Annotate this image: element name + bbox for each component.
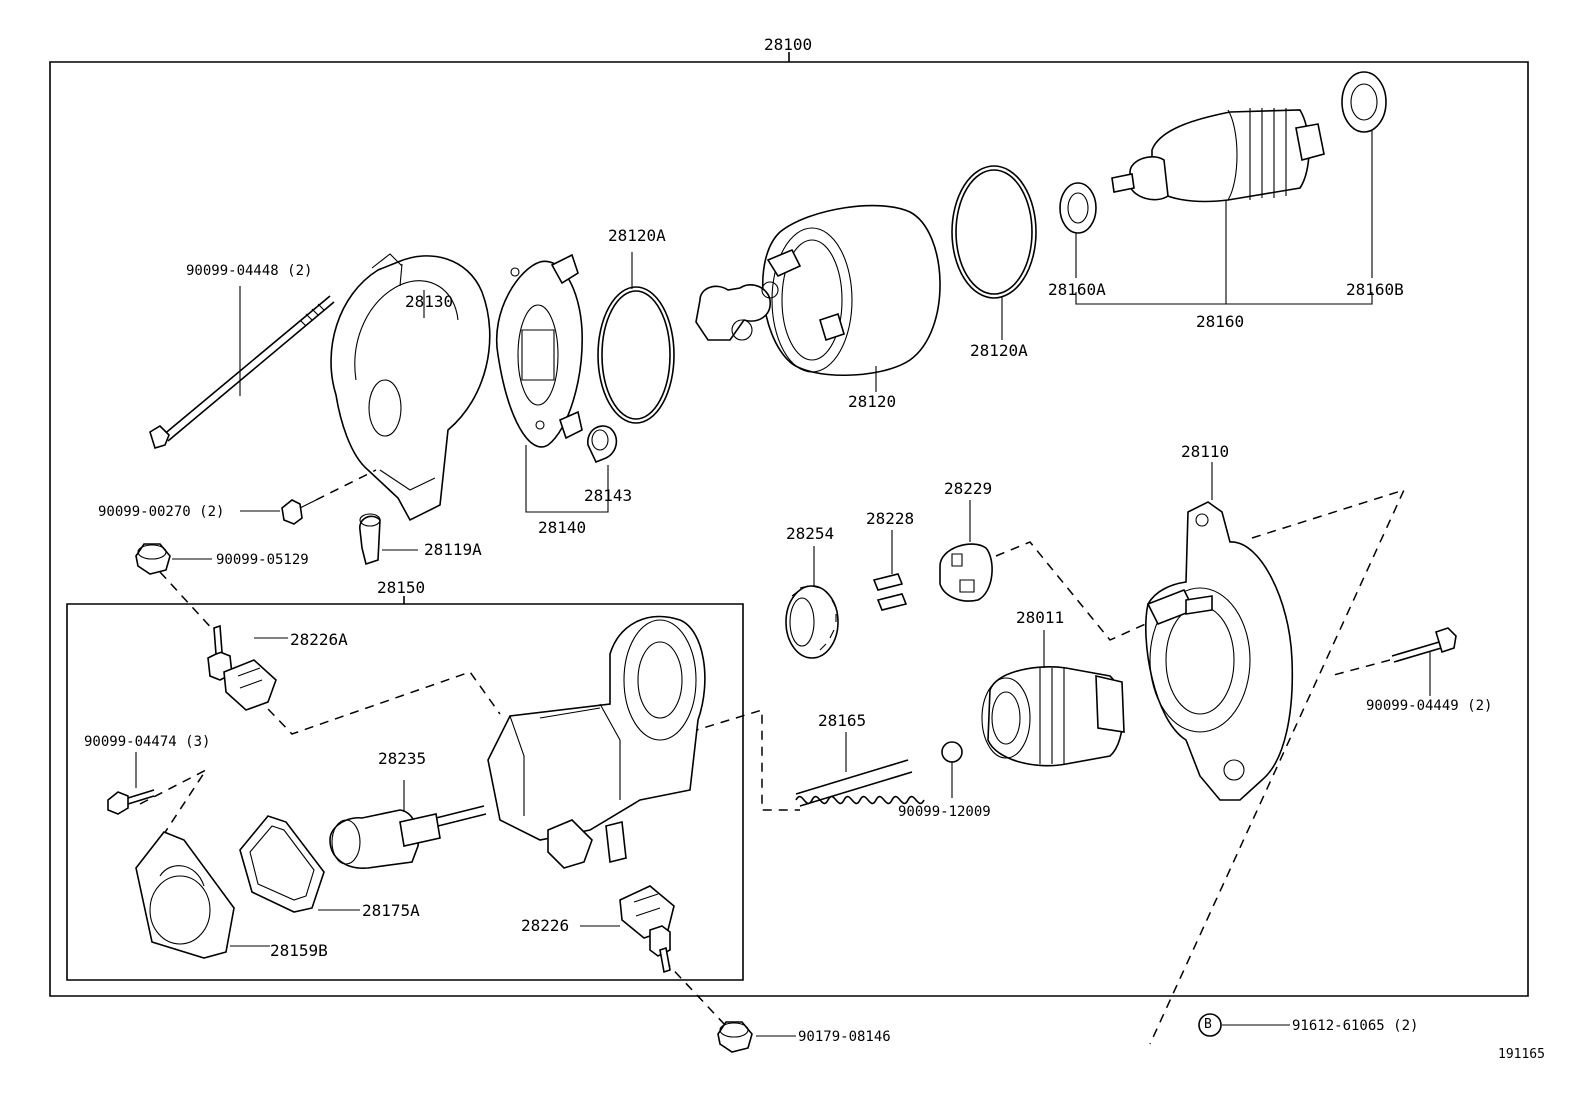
label-90099-04448: 90099-04448 (2) bbox=[186, 263, 313, 279]
roller-set-icon bbox=[872, 530, 908, 611]
subassembly-frame-28150 bbox=[66, 596, 744, 981]
bearing-front-icon bbox=[1059, 182, 1097, 278]
label-28110: 28110 bbox=[1181, 442, 1230, 461]
end-cover-icon bbox=[330, 253, 491, 522]
label-90099-12009: 90099-12009 bbox=[898, 804, 991, 820]
label-28011: 28011 bbox=[1016, 608, 1065, 627]
starter-clutch-icon bbox=[981, 630, 1125, 767]
label-28140: 28140 bbox=[538, 518, 587, 537]
through-bolt-icon bbox=[149, 286, 335, 449]
figure-code: 191165 bbox=[1498, 1047, 1545, 1062]
label-28160B: 28160B bbox=[1346, 280, 1404, 299]
terminal-bolt-icon bbox=[580, 885, 675, 974]
armature-icon bbox=[1111, 108, 1325, 304]
label-28130: 28130 bbox=[405, 292, 454, 311]
bearing-rear-icon bbox=[1341, 71, 1387, 278]
starter-housing-icon bbox=[1145, 462, 1294, 801]
label-28175A: 28175A bbox=[362, 901, 420, 920]
label-28254: 28254 bbox=[786, 524, 835, 543]
brush-holder-icon bbox=[495, 253, 609, 513]
label-90099-05129: 90099-05129 bbox=[216, 552, 309, 568]
housing-bolt-icon bbox=[1329, 627, 1457, 696]
retainer-icon bbox=[939, 500, 993, 602]
o-ring-right-icon bbox=[951, 165, 1037, 340]
label-91612-61065: 91612-61065 (2) bbox=[1292, 1018, 1419, 1034]
label-28120A-right: 28120A bbox=[970, 341, 1028, 360]
label-28226: 28226 bbox=[521, 916, 570, 935]
label-28150: 28150 bbox=[377, 578, 426, 597]
label-28235: 28235 bbox=[378, 749, 427, 768]
label-28120: 28120 bbox=[848, 392, 897, 411]
label-28143: 28143 bbox=[584, 486, 633, 505]
label-28165: 28165 bbox=[818, 711, 867, 730]
cover-screw-small-icon bbox=[107, 752, 155, 815]
label-28159B: 28159B bbox=[270, 941, 328, 960]
label-28100: 28100 bbox=[764, 35, 813, 54]
label-28160A: 28160A bbox=[1048, 280, 1106, 299]
steel-ball-icon bbox=[941, 741, 963, 798]
clutch-spring-icon bbox=[795, 732, 925, 807]
alignment-lines bbox=[139, 488, 1406, 1045]
o-ring-left-icon bbox=[597, 252, 675, 424]
assembly-frame-28100 bbox=[49, 52, 1529, 997]
solenoid-cover-icon bbox=[135, 831, 270, 959]
label-28226A: 28226A bbox=[290, 630, 348, 649]
label-28229: 28229 bbox=[944, 479, 993, 498]
b-marker-letter: B bbox=[1204, 1017, 1212, 1032]
terminal-bolt-a-icon bbox=[207, 624, 288, 711]
label-90099-04449: 90099-04449 (2) bbox=[1366, 698, 1493, 714]
terminal-cap-icon bbox=[135, 543, 216, 633]
solenoid-gasket-icon bbox=[239, 815, 360, 913]
label-90099-00270: 90099-00270 (2) bbox=[98, 504, 225, 520]
label-90099-04474: 90099-04474 (3) bbox=[84, 734, 211, 750]
label-28120A-top: 28120A bbox=[608, 226, 666, 245]
yoke-housing-icon bbox=[695, 204, 941, 392]
label-28228: 28228 bbox=[866, 509, 915, 528]
plunger-icon bbox=[329, 780, 487, 869]
label-28119A: 28119A bbox=[424, 540, 482, 559]
bracket-28160 bbox=[1075, 292, 1373, 305]
idler-gear-icon bbox=[785, 546, 839, 659]
brush-spring-icon bbox=[587, 425, 618, 464]
label-28160: 28160 bbox=[1196, 312, 1245, 331]
cover-screw-icon bbox=[240, 469, 377, 525]
terminal-nut-icon bbox=[717, 1021, 796, 1053]
b-marker-icon bbox=[1198, 1013, 1290, 1037]
label-90179-08146: 90179-08146 bbox=[798, 1029, 891, 1045]
solenoid-housing-icon bbox=[487, 615, 706, 869]
grommet-icon bbox=[359, 513, 418, 566]
